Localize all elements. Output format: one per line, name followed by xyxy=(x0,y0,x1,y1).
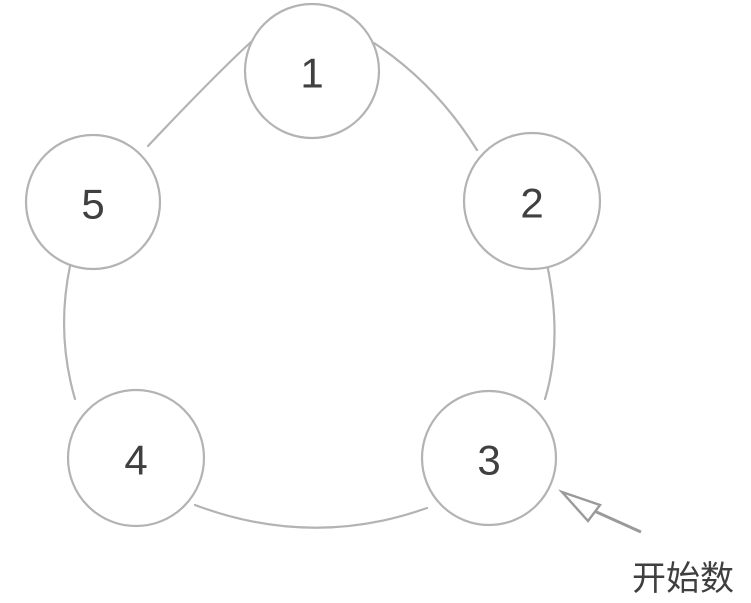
node-3[interactable]: 3 xyxy=(420,389,558,527)
node-1-circle[interactable] xyxy=(243,2,381,140)
node-2[interactable]: 2 xyxy=(462,131,602,271)
node-4-circle[interactable] xyxy=(66,388,206,528)
arc-3-to-4 xyxy=(193,503,429,529)
node-5-circle[interactable] xyxy=(24,133,162,271)
ring-arcs xyxy=(62,40,556,529)
node-5[interactable]: 5 xyxy=(24,133,162,271)
arc-1-to-2 xyxy=(372,41,479,152)
node-5-label: 5 xyxy=(81,181,104,228)
ring-nodes: 1 2 3 4 5 xyxy=(24,2,602,528)
annotation-callout: 开始数 xyxy=(558,489,734,599)
node-1-label: 1 xyxy=(300,50,323,97)
node-1[interactable]: 1 xyxy=(243,2,381,140)
node-2-label: 2 xyxy=(520,180,543,227)
node-4-label: 4 xyxy=(124,437,147,484)
node-3-label: 3 xyxy=(477,437,500,484)
arc-4-to-5 xyxy=(62,264,77,401)
arc-2-to-3 xyxy=(543,262,556,401)
arrow-head-icon xyxy=(558,489,602,523)
node-2-circle[interactable] xyxy=(462,131,602,271)
arc-5-to-1 xyxy=(146,40,253,148)
annotation-label: 开始数 xyxy=(632,559,734,599)
arrow-shaft-icon xyxy=(591,508,642,534)
node-3-circle[interactable] xyxy=(420,389,558,527)
node-4[interactable]: 4 xyxy=(66,388,206,528)
